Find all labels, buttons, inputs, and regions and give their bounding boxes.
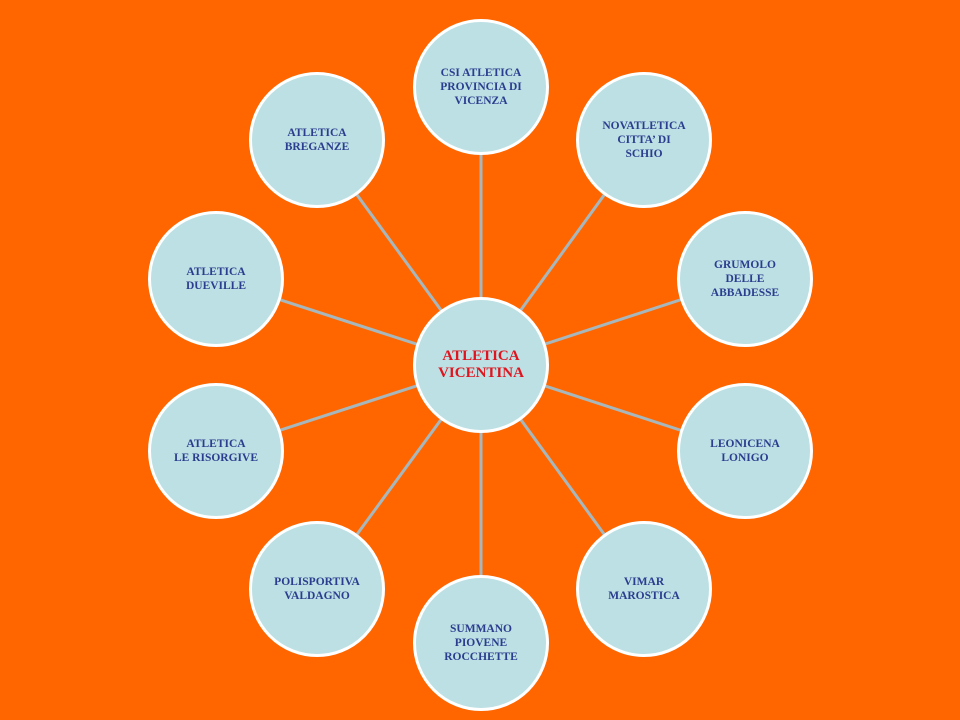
node-label: VIMAR MAROSTICA bbox=[608, 576, 680, 602]
node-atletica-dueville: ATLETICA DUEVILLE bbox=[148, 211, 284, 347]
node-vimar-marostica: VIMAR MAROSTICA bbox=[576, 521, 712, 657]
node-atletica-breganze: ATLETICA BREGANZE bbox=[249, 72, 385, 208]
hub-atletica-vicentina: ATLETICA VICENTINA bbox=[413, 297, 549, 433]
node-novatletica-citta-di-schio: NOVATLETICA CITTA’ DI SCHIO bbox=[576, 72, 712, 208]
node-polisportiva-valdagno: POLISPORTIVA VALDAGNO bbox=[249, 521, 385, 657]
node-label: ATLETICA LE RISORGIVE bbox=[173, 438, 259, 464]
node-csi-atletica-provincia-di-vicenza: CSI ATLETICA PROVINCIA DI VICENZA bbox=[413, 19, 549, 155]
node-label: POLISPORTIVA VALDAGNO bbox=[274, 576, 360, 602]
node-summano-piovene-rocchette: SUMMANO PIOVENE ROCCHETTE bbox=[413, 575, 549, 711]
node-grumolo-delle-abbadesse: GRUMOLO DELLE ABBADESSE bbox=[677, 211, 813, 347]
node-label: ATLETICA DUEVILLE bbox=[185, 266, 247, 292]
node-label: SUMMANO PIOVENE ROCCHETTE bbox=[444, 623, 518, 663]
node-label: ATLETICA BREGANZE bbox=[284, 127, 350, 153]
hub-label: ATLETICA VICENTINA bbox=[438, 348, 524, 381]
node-atletica-le-risorgive: ATLETICA LE RISORGIVE bbox=[148, 383, 284, 519]
node-label: GRUMOLO DELLE ABBADESSE bbox=[710, 259, 780, 299]
node-label: LEONICENA LONIGO bbox=[710, 438, 780, 464]
node-leonicena-lonigo: LEONICENA LONIGO bbox=[677, 383, 813, 519]
node-label: NOVATLETICA CITTA’ DI SCHIO bbox=[602, 120, 686, 160]
node-label: CSI ATLETICA PROVINCIA DI VICENZA bbox=[440, 67, 522, 107]
